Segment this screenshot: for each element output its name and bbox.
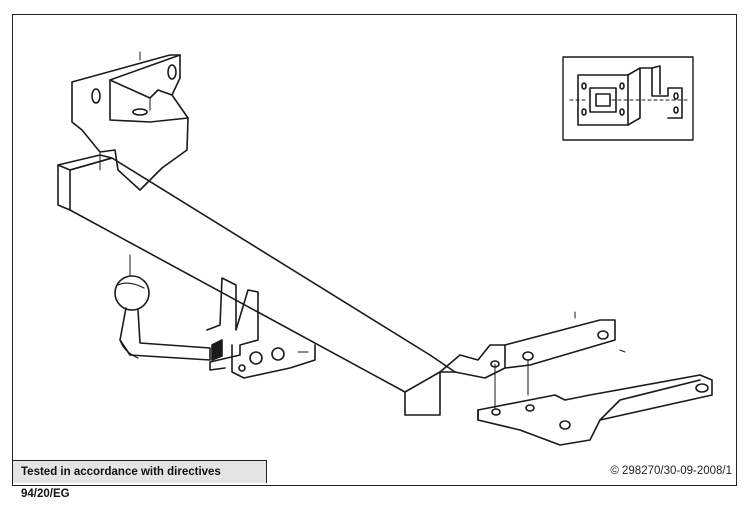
neck-mount-plates [206,277,316,379]
left-mounting-bracket [71,51,189,191]
copyright-text: © 298270/30-09-2008/1 [610,465,732,477]
inset-detail [562,56,694,141]
drawing-frame [12,14,737,486]
caption-box: Tested in accordance with directives 94/… [13,460,267,500]
lower-bracket-plate [477,374,713,446]
right-mounting-bracket [439,311,626,409]
tow-ball-assembly [114,254,211,361]
